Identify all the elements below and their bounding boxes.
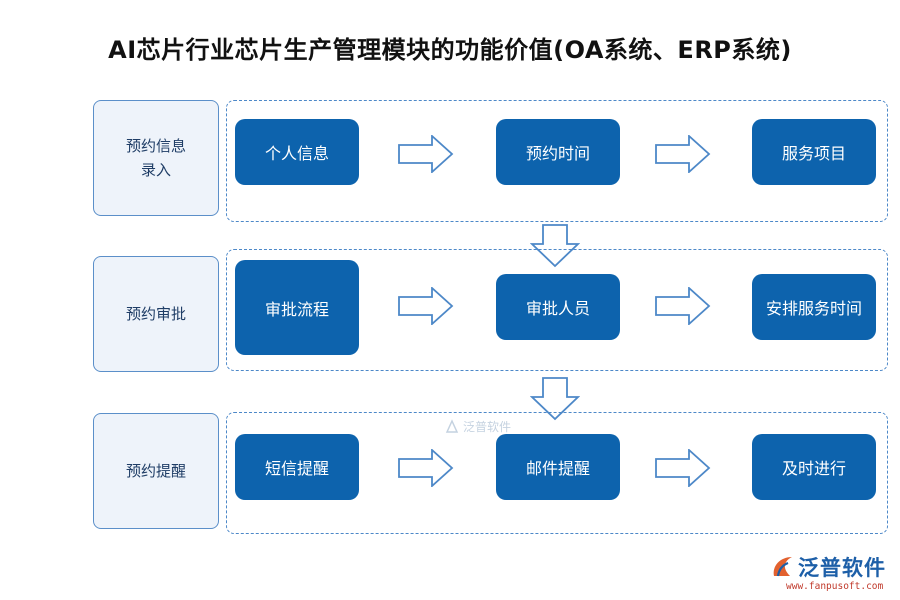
step-schedule-service: 安排服务时间 — [752, 274, 876, 340]
down-arrow-icon — [530, 377, 580, 421]
page-title: AI芯片行业芯片生产管理模块的功能价值(OA系统、ERP系统) — [108, 36, 792, 64]
logo-mark-icon — [445, 418, 459, 433]
step-appointment-time: 预约时间 — [496, 119, 620, 185]
brand-logo: 泛普软件 www.fanpusoft.com — [770, 552, 894, 596]
step-email-reminder: 邮件提醒 — [496, 434, 620, 500]
step-service-items: 服务项目 — [752, 119, 876, 185]
row-label-info-entry: 预约信息 录入 — [93, 100, 219, 216]
down-arrow-icon — [530, 224, 580, 268]
watermark-text: 泛普软件 — [463, 420, 512, 434]
right-arrow-icon — [655, 449, 711, 487]
watermark: 泛普软件 — [444, 418, 511, 435]
logo-url: www.fanpusoft.com — [786, 581, 884, 592]
row-frame-info-entry — [226, 100, 888, 222]
right-arrow-icon — [398, 287, 454, 325]
right-arrow-icon — [398, 135, 454, 173]
step-approval-process: 审批流程 — [235, 260, 359, 355]
step-sms-reminder: 短信提醒 — [235, 434, 359, 500]
row-label-approval: 预约审批 — [93, 256, 219, 372]
row-frame-reminder — [226, 412, 888, 534]
right-arrow-icon — [398, 449, 454, 487]
row-label-reminder: 预约提醒 — [93, 413, 219, 529]
right-arrow-icon — [655, 135, 711, 173]
logo-mark-icon — [773, 557, 792, 577]
step-personal-info: 个人信息 — [235, 119, 359, 185]
step-timely-proceed: 及时进行 — [752, 434, 876, 500]
logo-text: 泛普软件 — [798, 556, 886, 580]
row-frame-approval — [226, 249, 888, 371]
right-arrow-icon — [655, 287, 711, 325]
step-approvers: 审批人员 — [496, 274, 620, 340]
